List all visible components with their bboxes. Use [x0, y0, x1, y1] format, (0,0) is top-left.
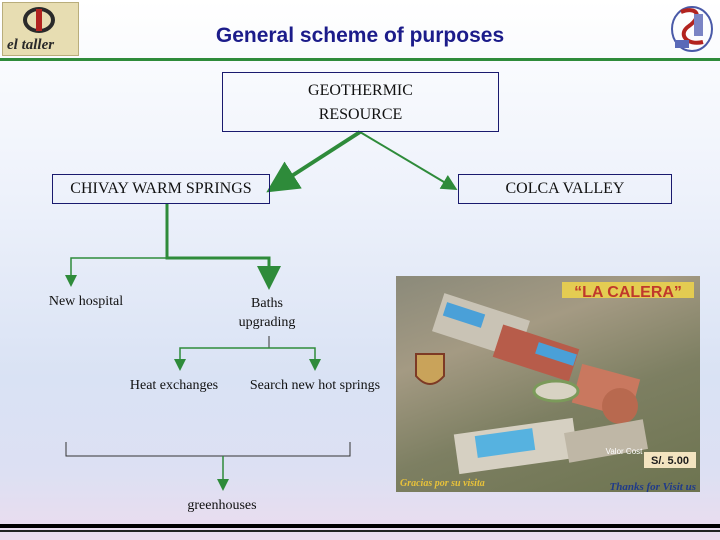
node-geothermic-resource: GEOTHERMIC RESOURCE — [222, 72, 499, 132]
node-new-hospital: New hospital — [48, 294, 124, 309]
node-baths-upgrading: Baths upgrading — [222, 294, 312, 332]
node-greenhouses: greenhouses — [187, 498, 257, 513]
arrow-to-colca — [359, 131, 458, 191]
poster-title: “LA CALERA” — [574, 284, 682, 301]
arrow-to-chivay — [266, 130, 362, 193]
right-logo-icon — [671, 6, 713, 52]
node-geothermic-line2: RESOURCE — [318, 106, 403, 123]
poster-price-label: Valor Cost — [606, 447, 644, 456]
node-chivay-warm-springs: CHIVAY WARM SPRINGS — [52, 174, 270, 204]
el-taller-emblem-icon — [23, 7, 55, 33]
node-baths-line2: upgrading — [238, 315, 296, 330]
header-divider — [0, 58, 720, 61]
footer-divider — [0, 524, 720, 528]
poster-footer-right: Thanks for Visit us — [609, 481, 696, 492]
la-calera-aerial-illustration: “LA CALERA” S/. 5.00 Valor Cost Gracias … — [400, 282, 696, 492]
connector-chivay-down — [165, 204, 281, 290]
poster-price: S/. 5.00 — [651, 455, 689, 467]
page-title: General scheme of purposes — [215, 24, 505, 47]
connector-search — [269, 347, 321, 371]
la-calera-poster-image: “LA CALERA” S/. 5.00 Valor Cost Gracias … — [396, 276, 700, 492]
el-taller-logo-text: el taller — [7, 37, 55, 53]
connector-hospital — [65, 257, 167, 287]
footer-divider-secondary — [0, 530, 720, 532]
node-search-hot-springs: Search new hot springs — [249, 378, 381, 393]
node-geothermic-line1: GEOTHERMIC — [308, 82, 413, 99]
connector-greenhouse-bracket — [65, 442, 351, 457]
node-colca-valley: COLCA VALLEY — [458, 174, 672, 204]
poster-footer-left: Gracias por su visita — [400, 478, 485, 489]
el-taller-logo: el taller — [2, 2, 79, 56]
node-baths-line1: Baths — [251, 296, 283, 311]
connector-heat — [174, 347, 269, 371]
node-heat-exchanges: Heat exchanges — [129, 378, 219, 393]
